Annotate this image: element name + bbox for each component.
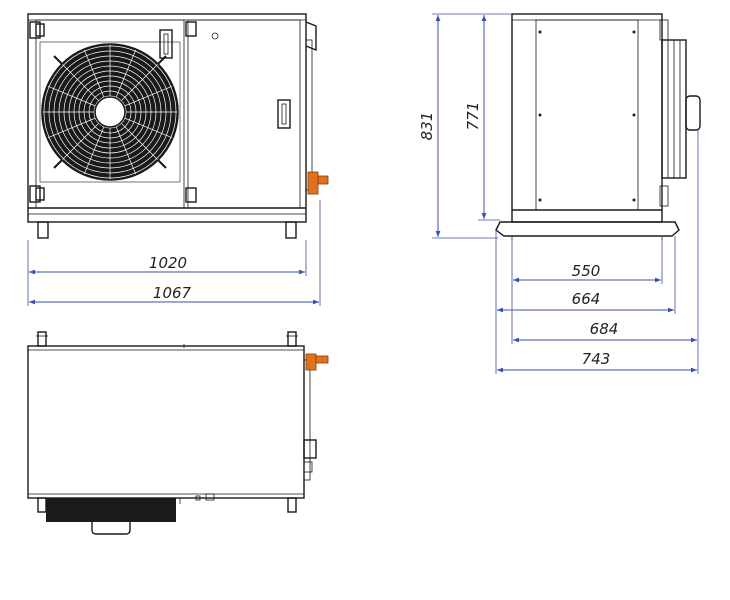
dim-label-831: 831 <box>418 112 436 141</box>
front-view: 1020 1067 <box>27 13 329 306</box>
dim-label-684: 684 <box>590 320 619 338</box>
fan-grille <box>39 41 181 183</box>
front-valve <box>307 171 329 195</box>
top-view <box>27 331 329 535</box>
dim-label-1020: 1020 <box>149 254 187 272</box>
side-housing <box>511 13 663 223</box>
side-base <box>495 221 680 237</box>
top-fan-guard <box>46 498 176 522</box>
dim-label-550: 550 <box>572 262 601 280</box>
dim-label-1067: 1067 <box>153 284 192 302</box>
dim-label-743: 743 <box>582 350 611 368</box>
dim-label-664: 664 <box>572 290 601 308</box>
front-foot-right <box>285 221 297 239</box>
side-view: 831 771 550 664 684 743 <box>418 13 701 374</box>
top-housing <box>27 345 305 499</box>
front-foot-left <box>37 221 49 239</box>
dim-label-771: 771 <box>464 102 482 131</box>
top-valve <box>305 353 329 371</box>
